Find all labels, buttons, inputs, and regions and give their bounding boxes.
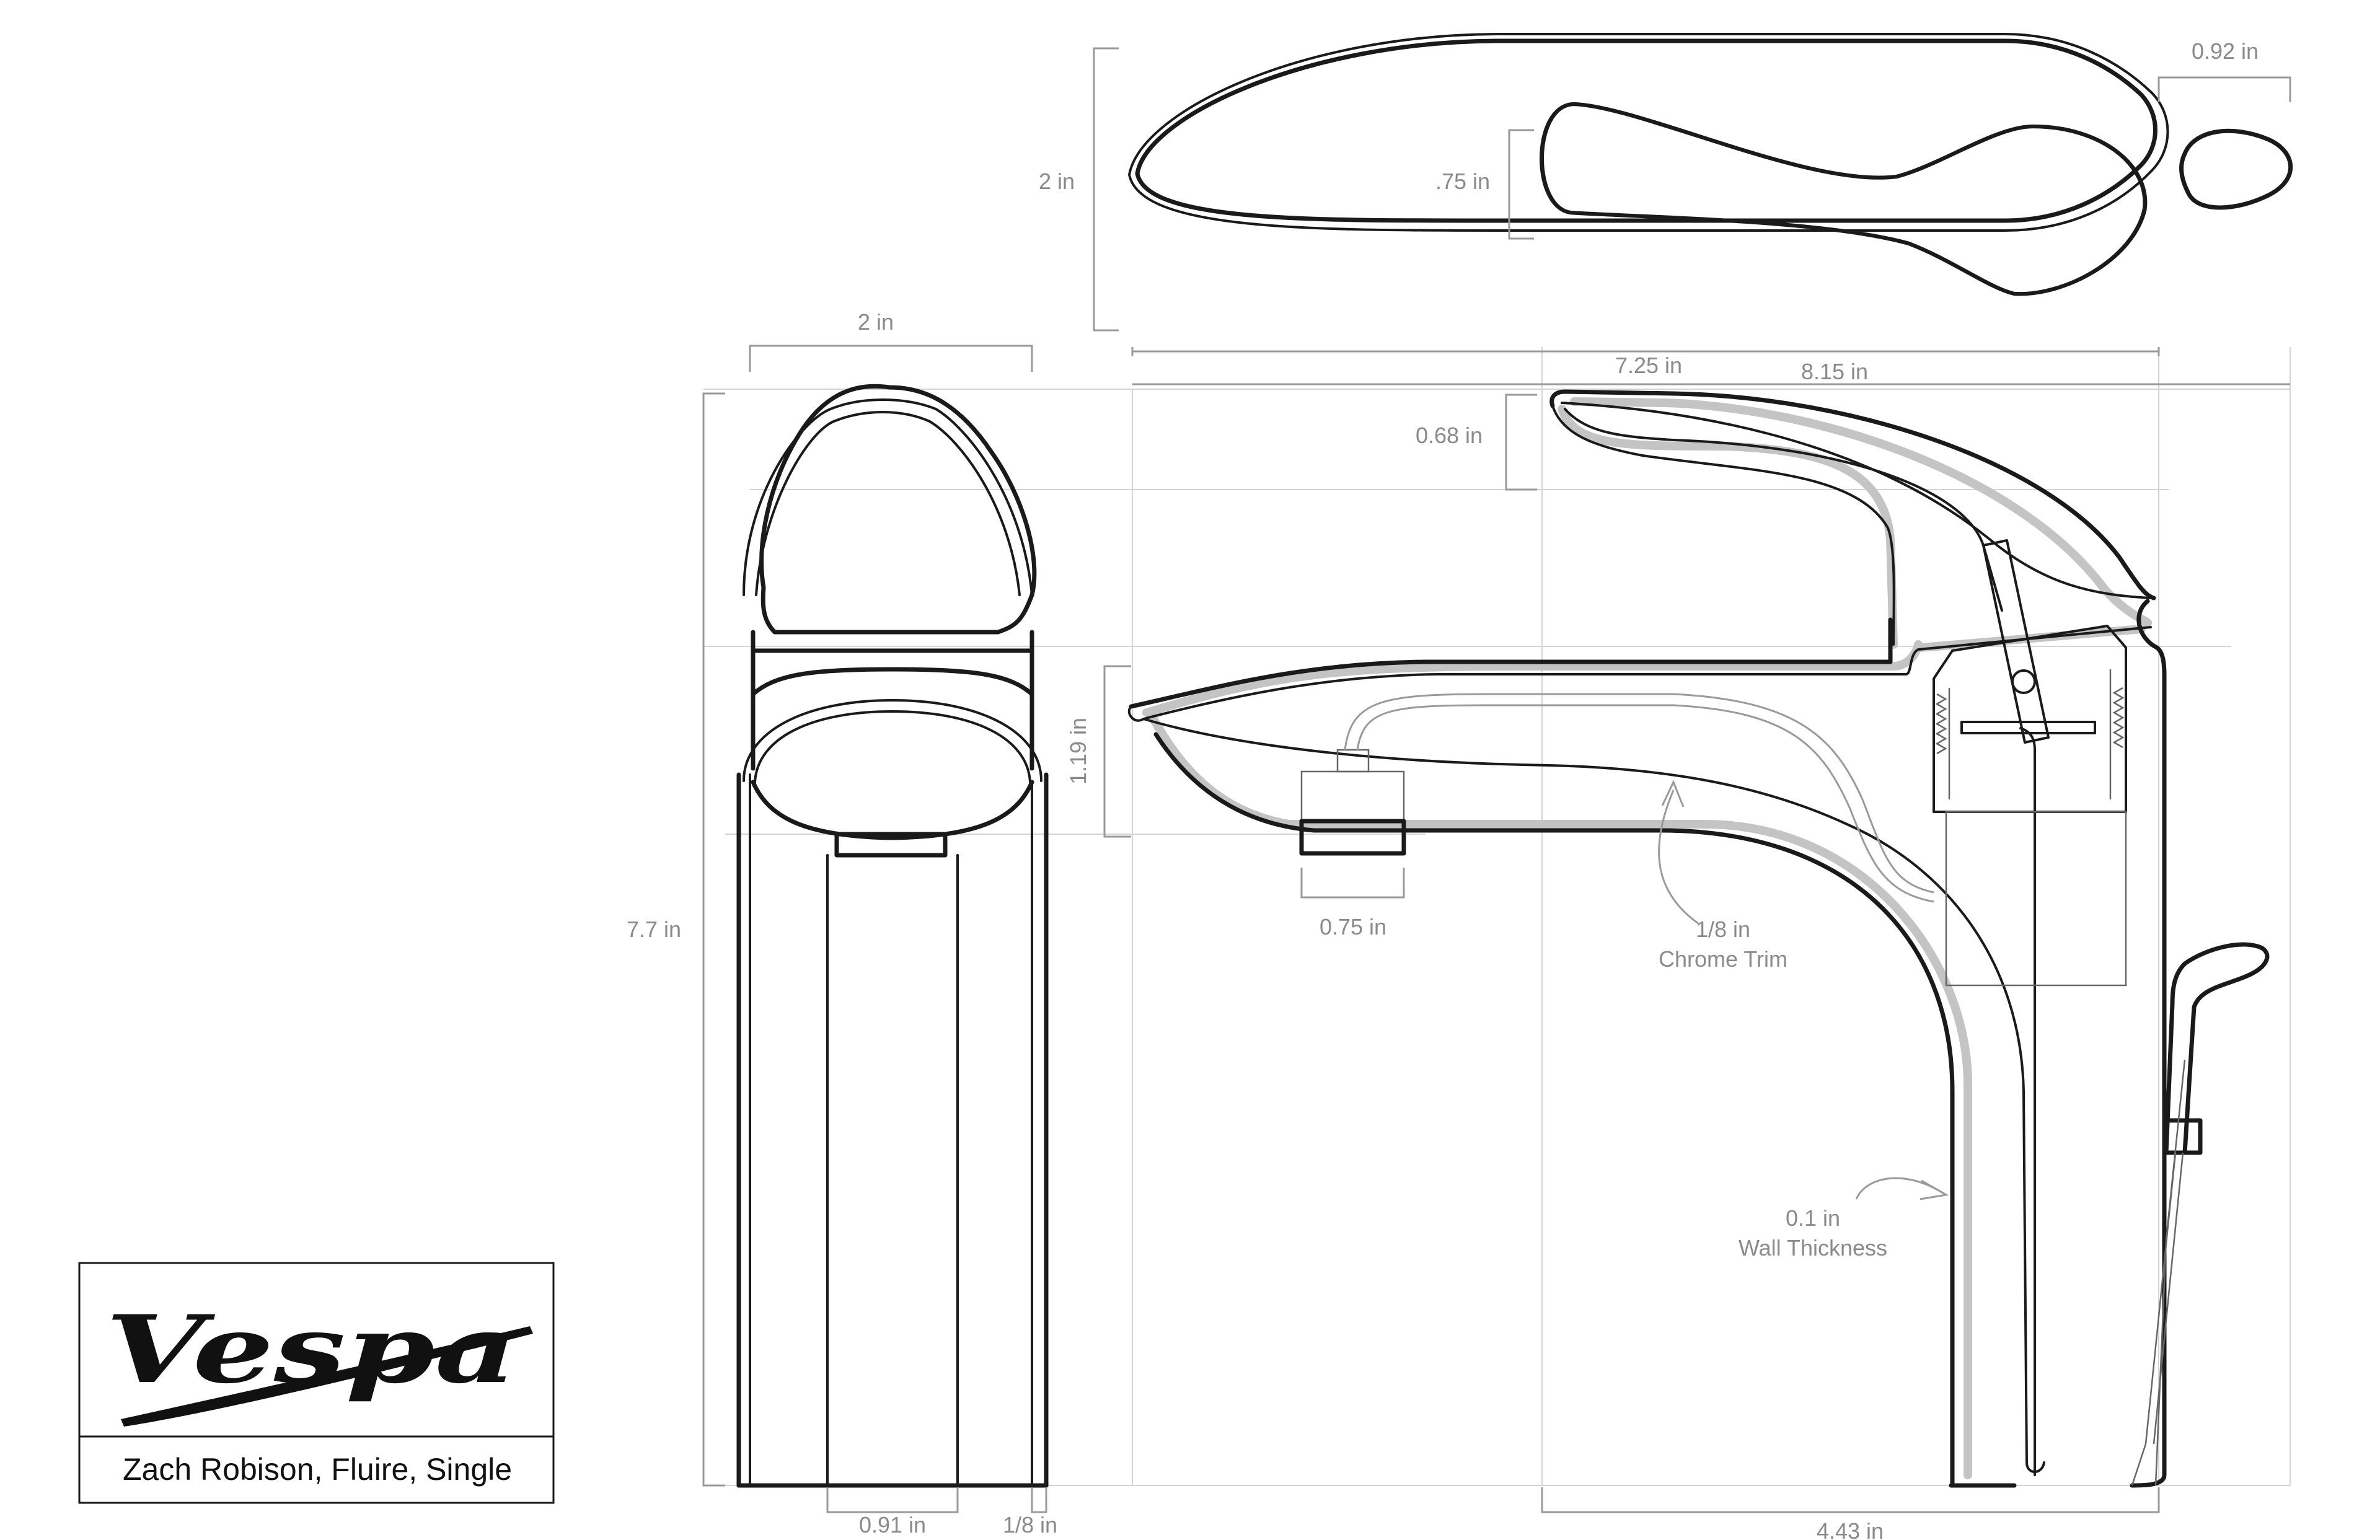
- title-block: Vespa Zach Robison, Fluire, Single: [78, 1262, 555, 1504]
- dim-spout-height: 1.19 in: [1065, 718, 1091, 785]
- vespa-logo-swoosh: [121, 1326, 533, 1427]
- dim-base-length: 4.43 in: [1817, 1518, 1884, 1540]
- chrome-trim-label: Chrome Trim: [1659, 946, 1787, 972]
- dim-top-inner-height: .75 in: [1435, 169, 1490, 194]
- dim-overall-height: 7.7 in: [627, 917, 681, 942]
- alignment-guides: [703, 347, 2291, 1486]
- titleblock-caption: Zach Robison, Fluire, Single: [123, 1452, 512, 1487]
- dim-overall-length: 8.15 in: [1801, 359, 1868, 384]
- side-view: [1127, 389, 2270, 1488]
- dimension-labels: 2 in .75 in 0.92 in 7.25 in 8.15 in 2 in…: [627, 38, 2259, 1540]
- dim-front-width: 2 in: [858, 309, 894, 335]
- dim-handle-thickness: 0.68 in: [1416, 423, 1483, 448]
- wall-thickness-label: Wall Thickness: [1739, 1235, 1887, 1261]
- top-view: [1128, 33, 2293, 296]
- dim-top-height: 2 in: [1039, 169, 1075, 194]
- dim-front-trim: 1/8 in: [1003, 1512, 1057, 1538]
- front-view: [736, 384, 1049, 1488]
- dim-aerator-width: 0.75 in: [1320, 914, 1386, 939]
- chrome-trim-value: 1/8 in: [1696, 917, 1750, 942]
- dim-front-inner-width: 0.91 in: [859, 1512, 926, 1538]
- dim-handle-tip-width: 0.92 in: [2192, 38, 2259, 64]
- wall-thickness-value: 0.1 in: [1786, 1205, 1840, 1231]
- annotation-notes: 1/8 in Chrome Trim 0.1 in Wall Thickness: [1659, 917, 1887, 1261]
- vespa-logo: Vespa: [105, 1295, 518, 1404]
- dimension-lines: [702, 47, 2291, 1513]
- dim-top-length: 7.25 in: [1615, 353, 1682, 378]
